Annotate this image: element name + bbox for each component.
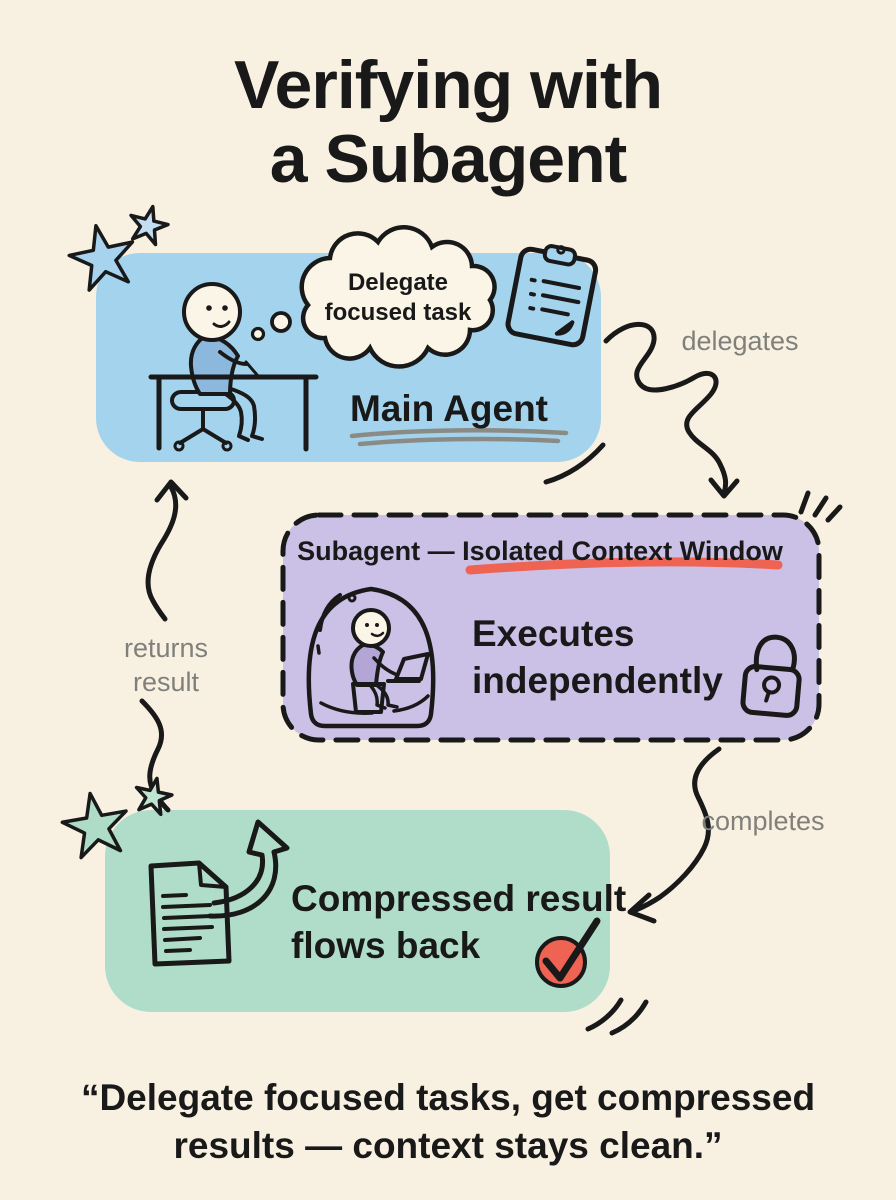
returns-line1: returns <box>123 633 209 663</box>
motion-dashes-icon <box>585 997 649 1036</box>
delegates-label: delegates <box>681 326 799 356</box>
executes-line1: Executes <box>472 613 635 654</box>
page-title-line2: a Subagent <box>269 121 628 197</box>
page-title: Verifying with a Subagent <box>0 48 896 196</box>
completes-label: completes <box>701 806 825 836</box>
thought-line2: focused task <box>324 299 472 326</box>
result-text: Compressed result flows back <box>291 875 626 969</box>
quote-text: “Delegate focused tasks, get compressed … <box>0 1074 896 1170</box>
returns-result-label: returns result <box>96 631 236 699</box>
subagent-header-prefix: Subagent — <box>297 536 463 566</box>
thought-line1: Delegate <box>347 269 449 296</box>
page-title-line1: Verifying with <box>233 47 663 123</box>
subagent-header-highlight: Isolated Context Window <box>462 536 783 566</box>
quote-line2: results — context stays clean.” <box>173 1125 723 1166</box>
main-agent-label: Main Agent <box>349 388 548 429</box>
sparkle-icon <box>798 490 843 523</box>
subagent-body-text: Executes independently <box>472 610 723 704</box>
subagent-header: Subagent — Isolated Context Window <box>265 536 815 567</box>
result-line2: flows back <box>291 925 481 966</box>
star-icon <box>126 202 172 246</box>
returns-line2: result <box>132 667 200 697</box>
executes-line2: independently <box>472 660 723 701</box>
quote-line1: “Delegate focused tasks, get compressed <box>80 1077 816 1118</box>
result-line1: Compressed result <box>291 878 627 919</box>
thought-bubble-text: Delegate focused task <box>300 268 496 328</box>
